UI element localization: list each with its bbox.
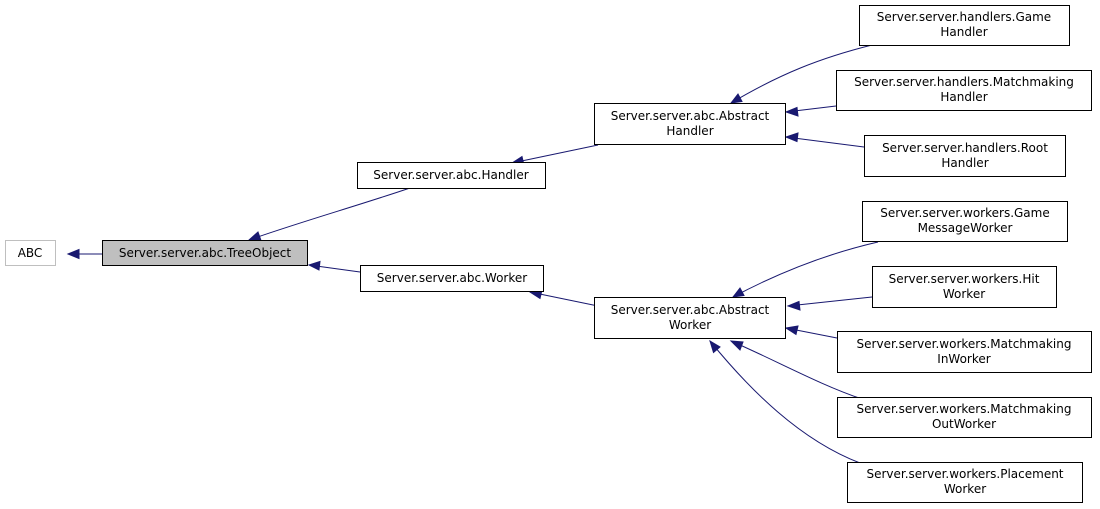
node-hit-worker[interactable]: Server.server.workers.Hit Worker <box>872 266 1057 308</box>
node-game-message-worker-label-2: MessageWorker <box>918 221 1013 235</box>
node-matchmaking-out-worker[interactable]: Server.server.workers.Matchmaking OutWor… <box>837 397 1092 438</box>
edge-matchmakingoutworker-abstractworker <box>730 340 863 400</box>
node-matchmaking-handler-label-1: Server.server.handlers.Matchmaking <box>854 75 1074 89</box>
node-matchmaking-in-worker-label-1: Server.server.workers.Matchmaking <box>857 337 1072 351</box>
arrowhead <box>709 339 721 354</box>
node-matchmaking-out-worker-label-2: OutWorker <box>932 417 996 431</box>
node-worker-label: Server.server.abc.Worker <box>377 271 527 285</box>
node-handler-label: Server.server.abc.Handler <box>373 168 528 182</box>
node-abstract-handler-label-2: Handler <box>666 124 713 138</box>
node-matchmaking-in-worker-label-2: InWorker <box>937 352 990 366</box>
node-game-handler-label-1: Server.server.handlers.Game <box>877 10 1051 24</box>
arrowhead <box>307 260 321 271</box>
edge-hitworker-abstractworker <box>787 296 873 307</box>
node-game-handler-label-2: Handler <box>940 25 987 39</box>
node-abc-label: ABC <box>18 246 43 260</box>
node-matchmaking-in-worker[interactable]: Server.server.workers.Matchmaking InWork… <box>837 331 1092 373</box>
node-game-message-worker[interactable]: Server.server.workers.Game MessageWorker <box>862 201 1068 242</box>
node-placement-worker-label-1: Server.server.workers.Placement <box>866 467 1063 481</box>
arrowhead <box>66 248 80 260</box>
edge-abstracthandler-handler <box>511 144 599 164</box>
node-worker[interactable]: Server.server.abc.Worker <box>360 265 544 292</box>
node-abc[interactable]: ABC <box>5 240 56 266</box>
arrowhead <box>784 132 799 143</box>
node-game-message-worker-label-1: Server.server.workers.Game <box>880 206 1049 220</box>
node-matchmaking-out-worker-label-1: Server.server.workers.Matchmaking <box>857 402 1072 416</box>
arrowhead <box>784 106 799 117</box>
arrowhead <box>786 300 801 311</box>
node-tree-object-label: Server.server.abc.TreeObject <box>119 246 292 260</box>
node-handler[interactable]: Server.server.abc.Handler <box>357 162 546 189</box>
node-tree-object[interactable]: Server.server.abc.TreeObject <box>102 240 308 266</box>
node-abstract-worker-label-2: Worker <box>669 318 711 332</box>
node-root-handler-label-1: Server.server.handlers.Root <box>882 141 1048 155</box>
arrowhead <box>247 231 262 242</box>
node-matchmaking-handler[interactable]: Server.server.handlers.Matchmaking Handl… <box>836 70 1092 111</box>
edge-gamemessageworker-abstractworker <box>732 241 879 298</box>
node-game-handler[interactable]: Server.server.handlers.Game Handler <box>859 5 1070 46</box>
edge-roothandler-abstracthandler <box>785 136 865 148</box>
node-hit-worker-label-2: Worker <box>943 287 985 301</box>
arrowhead <box>729 340 744 351</box>
node-root-handler[interactable]: Server.server.handlers.Root Handler <box>864 135 1066 177</box>
edge-gamehandler-abstracthandler <box>730 44 873 104</box>
node-abstract-worker[interactable]: Server.server.abc.Abstract Worker <box>594 297 786 339</box>
node-abstract-worker-label-1: Server.server.abc.Abstract <box>611 303 770 317</box>
arrowhead <box>731 287 745 298</box>
node-root-handler-label-2: Handler <box>941 156 988 170</box>
node-matchmaking-handler-label-2: Handler <box>940 90 987 104</box>
edge-placementworker-abstractworker <box>709 340 861 464</box>
node-abstract-handler[interactable]: Server.server.abc.Abstract Handler <box>594 103 786 145</box>
node-abstract-handler-label-1: Server.server.abc.Abstract <box>611 109 770 123</box>
node-placement-worker-label-2: Worker <box>944 482 986 496</box>
arrowhead <box>729 93 743 104</box>
node-placement-worker[interactable]: Server.server.workers.Placement Worker <box>847 462 1083 503</box>
node-hit-worker-label-1: Server.server.workers.Hit <box>889 272 1040 286</box>
edge-handler-treeobject <box>248 187 411 241</box>
arrowhead <box>784 325 799 336</box>
